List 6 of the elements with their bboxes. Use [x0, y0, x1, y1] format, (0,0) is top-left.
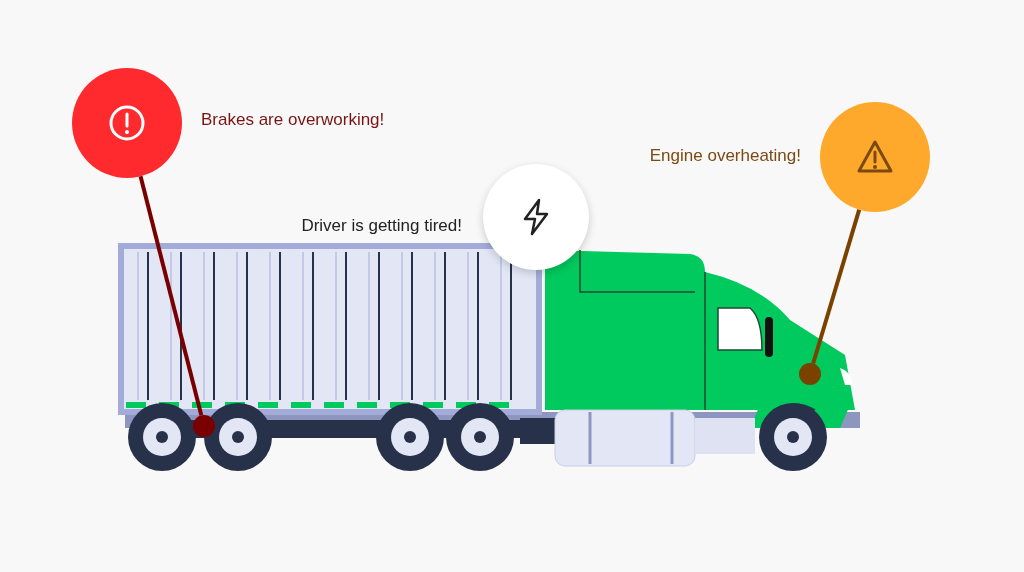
warning-label: Engine overheating! [649, 146, 801, 166]
warning-label: Brakes are overworking! [201, 110, 385, 130]
warning-label: Driver is getting tired! [301, 216, 462, 236]
leader-line [138, 175, 204, 416]
leader-line [811, 209, 862, 365]
alert-marker [483, 164, 589, 270]
